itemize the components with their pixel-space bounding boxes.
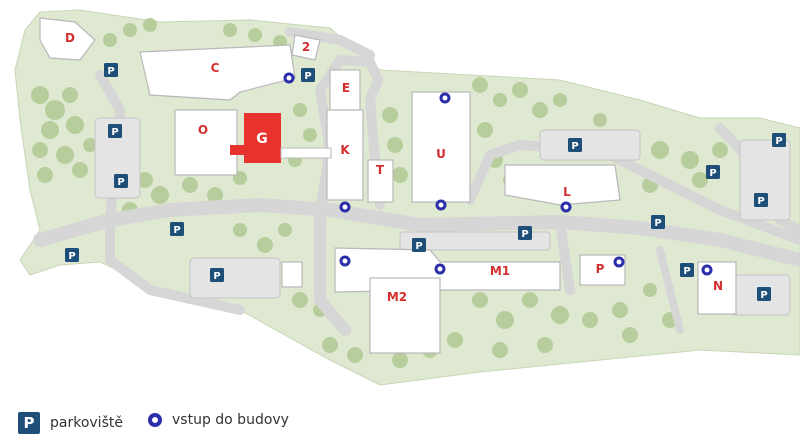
parking-icon: P [18,412,40,434]
building-O-shape [174,109,238,176]
entrance-marker[interactable] [339,201,351,213]
building-G-connector [230,145,246,155]
entrance-icon [148,413,162,427]
svg-text:P: P [304,71,311,82]
building-label-D[interactable]: D [65,31,75,45]
svg-text:P: P [709,168,716,179]
building-C-shape [139,44,296,101]
entrance-marker[interactable] [613,256,625,268]
parking-marker[interactable]: P [568,138,582,152]
entrance-marker[interactable] [439,92,451,104]
building-label-N[interactable]: N [713,279,723,293]
building-D-shape [39,17,96,61]
svg-text:P: P [775,136,782,147]
building-M2-shape [369,277,441,354]
entrance-marker[interactable] [283,72,295,84]
building-label-M1[interactable]: M1 [490,264,510,278]
parking-marker[interactable]: P [680,263,694,277]
svg-text:P: P [107,66,114,77]
building-K-shape [326,109,364,201]
entrance-marker[interactable] [339,255,351,267]
parking-marker[interactable]: P [706,165,720,179]
parking-marker[interactable]: P [301,68,315,82]
building-label-T[interactable]: T [376,163,385,177]
building-label-M2[interactable]: M2 [387,290,407,304]
building-L-shape [504,164,621,206]
legend-entrance: vstup do budovy [148,412,289,428]
svg-text:P: P [760,290,767,301]
parking-marker[interactable]: P [651,215,665,229]
svg-text:P: P [415,241,422,252]
svg-text:P: P [571,141,578,152]
legend-parking: P parkoviště [18,412,123,434]
parking-marker[interactable]: P [108,124,122,138]
building-T-shape [367,159,394,203]
svg-text:P: P [117,177,124,188]
svg-text:P: P [654,218,661,229]
parking-marker[interactable]: P [757,287,771,301]
svg-text:P: P [757,196,764,207]
building-2-shape [291,34,321,61]
svg-text:P: P [683,266,690,277]
building-label-C[interactable]: C [211,61,220,75]
building-label-P[interactable]: P [596,262,605,276]
svg-text:P: P [213,271,220,282]
building-G-link [280,147,332,159]
building-label-E[interactable]: E [342,81,350,95]
legend-entrance-label: vstup do budovy [172,412,289,428]
svg-text:P: P [111,127,118,138]
parking-markers: P P P P P P P P P P P P P P P P [65,63,786,301]
building-shapes [39,17,737,354]
building-E-shape [329,69,361,111]
building-label-L[interactable]: L [563,185,571,199]
building-U-shape [411,91,471,203]
parking-marker[interactable]: P [65,248,79,262]
building-labels: D 2 C O G E K T U L M1 M2 P N [65,31,723,304]
parking-marker[interactable]: P [772,133,786,147]
svg-text:P: P [68,251,75,262]
legend-parking-label: parkoviště [50,415,123,431]
svg-text:P: P [173,225,180,236]
parking-marker[interactable]: P [170,222,184,236]
parking-marker[interactable]: P [518,226,532,240]
parking-marker[interactable]: P [104,63,118,77]
building-G-highlight[interactable] [244,113,281,163]
building-label-G[interactable]: G [256,131,268,147]
building-label-K[interactable]: K [340,143,350,157]
parking-marker[interactable]: P [114,174,128,188]
entrance-marker[interactable] [560,201,572,213]
campus-map: D 2 C O G E K T U L M1 M2 P N P P P P P … [14,9,800,386]
parking-marker[interactable]: P [210,268,224,282]
building-label-O[interactable]: O [198,123,208,137]
building-label-U[interactable]: U [436,147,446,161]
entrance-markers [283,72,713,276]
svg-text:P: P [521,229,528,240]
entrance-marker[interactable] [434,263,446,275]
entrance-marker[interactable] [701,264,713,276]
entrance-marker[interactable] [435,199,447,211]
parking-marker[interactable]: P [754,193,768,207]
building-small-shape [281,261,303,288]
parking-marker[interactable]: P [412,238,426,252]
building-label-2[interactable]: 2 [302,40,310,54]
map-legend: P parkoviště vstup do budovy [0,400,800,445]
